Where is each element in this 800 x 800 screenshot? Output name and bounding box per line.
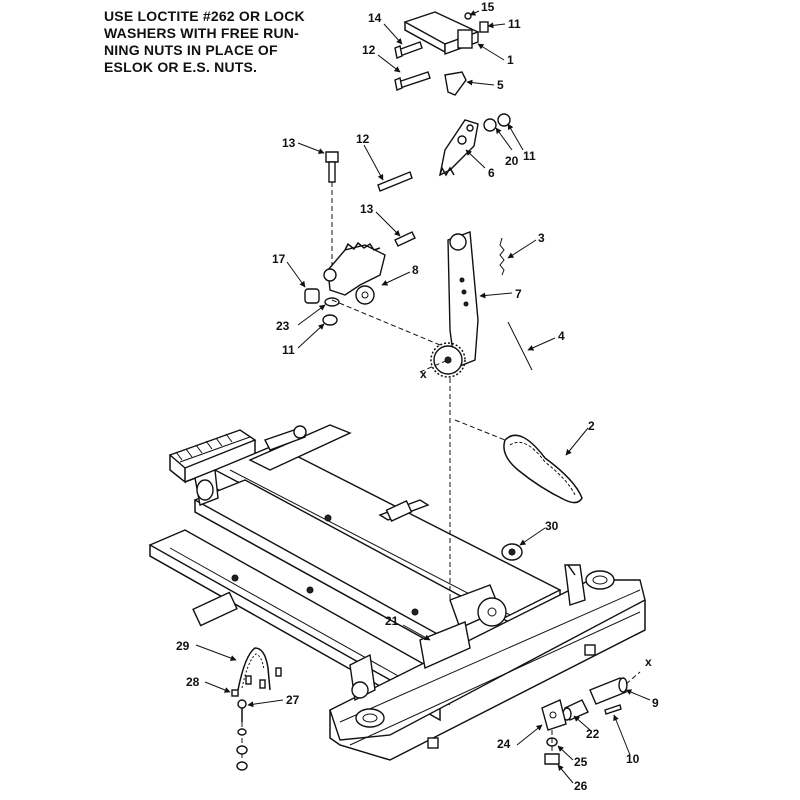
part-2-chain [503, 434, 583, 504]
part-3-spring [499, 237, 505, 276]
callout-11-lower: 11 [282, 343, 295, 357]
callout-26: 26 [574, 779, 588, 793]
part-26-bolt [544, 730, 560, 765]
callout-4: 4 [558, 329, 565, 343]
part-10-pin [604, 704, 622, 715]
part-7-arm [447, 231, 479, 369]
callout-7: 7 [515, 287, 522, 301]
callout-30: 30 [545, 519, 559, 533]
callout-9: 9 [652, 696, 659, 710]
callout-6: 6 [488, 166, 495, 180]
callout-12-mid: 12 [356, 132, 370, 146]
callout-21: 21 [385, 614, 399, 628]
callout-14: 14 [368, 11, 382, 25]
part-4-spring [507, 321, 533, 371]
callout-labels: 15 14 11 12 1 5 13 12 20 11 6 13 3 17 8 … [176, 0, 659, 793]
part-30-washer [501, 543, 523, 561]
callout-13-top: 13 [282, 136, 296, 150]
part-1-pedal [403, 11, 489, 55]
callout-x-upper: x [420, 367, 427, 381]
callout-8: 8 [412, 263, 419, 277]
part-11-nut-lower [322, 314, 338, 326]
leader-lines [195, 10, 651, 784]
arm-sprocket [430, 342, 466, 378]
bolts-top [394, 41, 431, 91]
callout-27: 27 [286, 693, 300, 707]
part-27-eyebolt [236, 699, 248, 771]
callout-22: 22 [586, 727, 600, 741]
callout-23: 23 [276, 319, 290, 333]
part-9-pin [589, 677, 628, 705]
part-17-spacer [304, 288, 320, 304]
callout-11-top: 11 [508, 17, 521, 31]
bolt-12-mid [377, 171, 413, 192]
callout-29: 29 [176, 639, 190, 653]
callout-2: 2 [588, 419, 595, 433]
callout-28: 28 [186, 675, 200, 689]
part-6-bracket [439, 113, 511, 177]
callout-12-top: 12 [362, 43, 376, 57]
part-24-clamp [541, 699, 567, 731]
part-23-washer [324, 297, 340, 307]
callout-25: 25 [574, 755, 588, 769]
callout-5: 5 [497, 78, 504, 92]
callout-1: 1 [507, 53, 514, 67]
loctite-instruction-note: USE LOCTITE #262 OR LOCK WASHERS WITH FR… [104, 8, 305, 75]
bolt-13-vertical [325, 151, 339, 270]
part-29-chain [237, 647, 282, 691]
part-5-link [444, 71, 467, 96]
callout-x-lower: x [645, 655, 652, 669]
bed-frame [148, 424, 646, 761]
callout-17: 17 [272, 252, 286, 266]
part-28-link [231, 689, 239, 697]
part-8-quadrant [323, 231, 416, 305]
callout-3: 3 [538, 231, 545, 245]
callout-15: 15 [481, 0, 495, 14]
callout-11-mid: 11 [523, 149, 536, 163]
callout-10: 10 [626, 752, 640, 766]
callout-24: 24 [497, 737, 511, 751]
callout-20: 20 [505, 154, 519, 168]
callout-13-mid: 13 [360, 202, 374, 216]
